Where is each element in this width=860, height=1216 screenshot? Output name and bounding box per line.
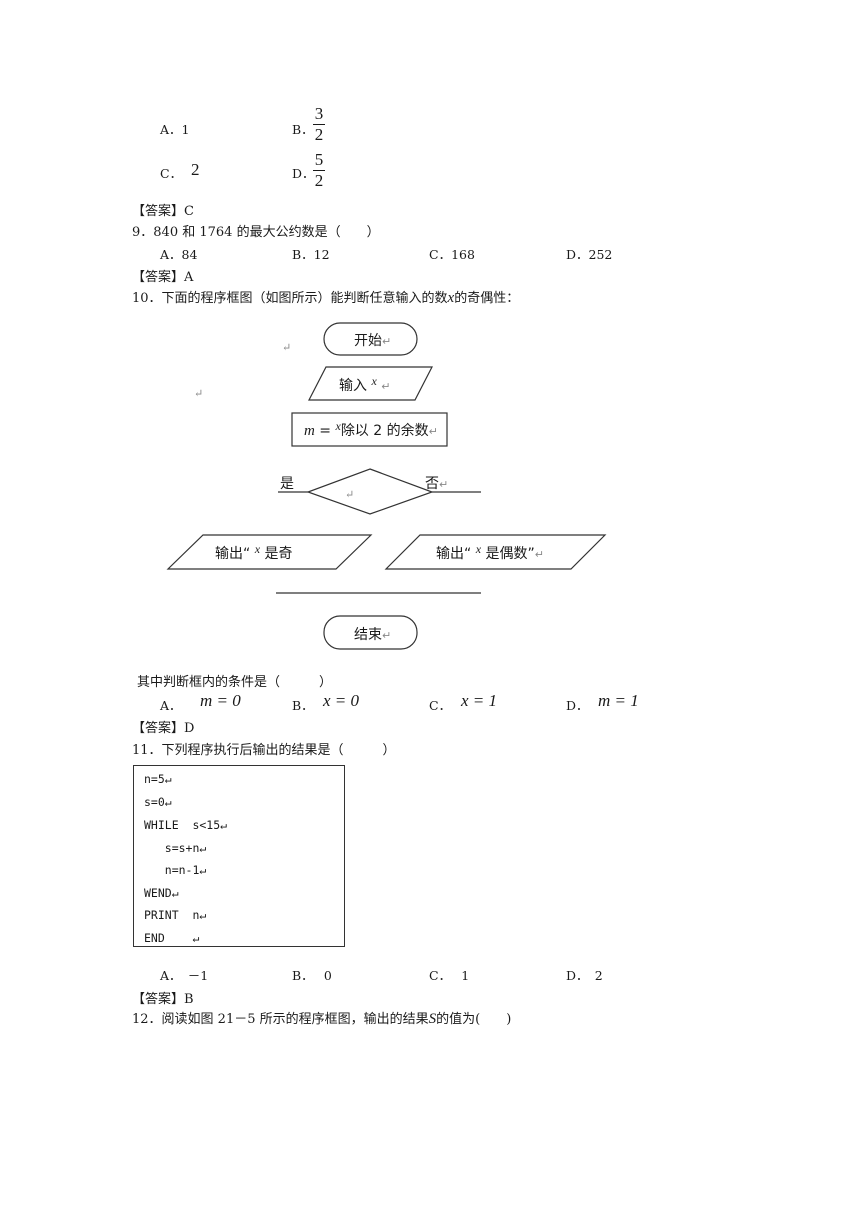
q10-option-a-expr: m = 0 <box>200 691 241 710</box>
flowchart-input-label: 输入 x ↵ <box>339 374 391 394</box>
q10-option-b-expr: x = 0 <box>323 691 360 710</box>
q9-option-c: C．168 <box>429 247 475 262</box>
process-box <box>291 412 448 447</box>
q10-option-a-label: A． <box>160 698 182 713</box>
code-line: n=5↵ <box>144 772 172 786</box>
q9-stem: 9．840 和 1764 的最大公约数是（ ） <box>132 225 380 240</box>
flowchart-yes-label: 是 <box>280 476 294 492</box>
q8-option-a: A．1 <box>160 122 190 137</box>
q11-option-c: C． 1 <box>429 968 470 983</box>
code-line: WEND↵ <box>144 886 179 900</box>
start-terminal <box>323 322 418 356</box>
q10-option-b-label: B． <box>292 698 314 713</box>
code-line: s=0↵ <box>144 795 172 809</box>
q11-option-d: D． 2 <box>566 968 603 983</box>
flowchart-no-label: 否↵ <box>425 476 449 492</box>
flowchart-start-label: 开始↵ <box>354 333 392 349</box>
q10-option-d-expr: m = 1 <box>598 691 639 710</box>
q12-stem: 12．阅读如图 21－5 所示的程序框图，输出的结果S的值为( ) <box>132 1011 512 1027</box>
q10-option-c-expr: x = 1 <box>461 691 498 710</box>
code-line: END ↵ <box>144 931 200 945</box>
flowchart <box>166 322 607 650</box>
q8-answer: 【答案】C <box>132 204 194 219</box>
q11-answer: 【答案】B <box>132 992 194 1007</box>
q9-option-b: B．12 <box>292 247 330 262</box>
return-mark: ↵ <box>345 488 355 501</box>
q11-code-box: n=5↵ s=0↵ WHILE s<15↵ s=s+n↵ n=n-1↵ WEND… <box>133 765 345 947</box>
q11-option-a: A． －1 <box>160 968 209 983</box>
q9-option-a: A．84 <box>160 247 198 262</box>
code-line: PRINT n↵ <box>144 908 207 922</box>
q10-stem: 10．下面的程序框图（如图所示）能判断任意输入的数x的奇偶性： <box>132 290 520 306</box>
q10-option-d-label: D． <box>566 698 589 713</box>
q10-answer: 【答案】D <box>132 721 195 736</box>
q8-option-d-label: D． <box>292 166 315 181</box>
q8-option-c-label: C． <box>160 166 183 181</box>
q9-option-d: D．252 <box>566 247 613 262</box>
q10-option-c-label: C． <box>429 698 452 713</box>
flowchart-end-label: 结束↵ <box>354 627 392 643</box>
input-parallelogram <box>308 366 433 401</box>
q10-sub-stem: 其中判断框内的条件是（ ） <box>137 675 333 690</box>
code-line: s=s+n↵ <box>144 841 207 855</box>
q8-option-b-label: B． <box>292 122 314 137</box>
flowchart-process-label: m = x除以 2 的余数↵ <box>304 419 438 439</box>
q9-answer: 【答案】A <box>132 270 194 285</box>
flowchart-output-even-label: 输出“ x 是偶数”↵ <box>436 542 544 562</box>
output-odd-parallelogram <box>166 534 373 570</box>
return-mark: ↵ <box>194 387 204 400</box>
decision-diamond <box>306 468 434 515</box>
code-line: n=n-1↵ <box>144 863 207 877</box>
q8-option-c-value: 2 <box>191 160 200 179</box>
q11-stem: 11．下列程序执行后输出的结果是（ ） <box>132 743 396 758</box>
end-terminal <box>323 615 418 650</box>
q11-option-b: B． 0 <box>292 968 332 983</box>
return-mark: ↵ <box>282 341 292 354</box>
output-even-parallelogram <box>384 534 607 570</box>
flowchart-output-odd-label: 输出“ x 是奇 <box>215 542 293 562</box>
code-line: WHILE s<15↵ <box>144 818 228 832</box>
